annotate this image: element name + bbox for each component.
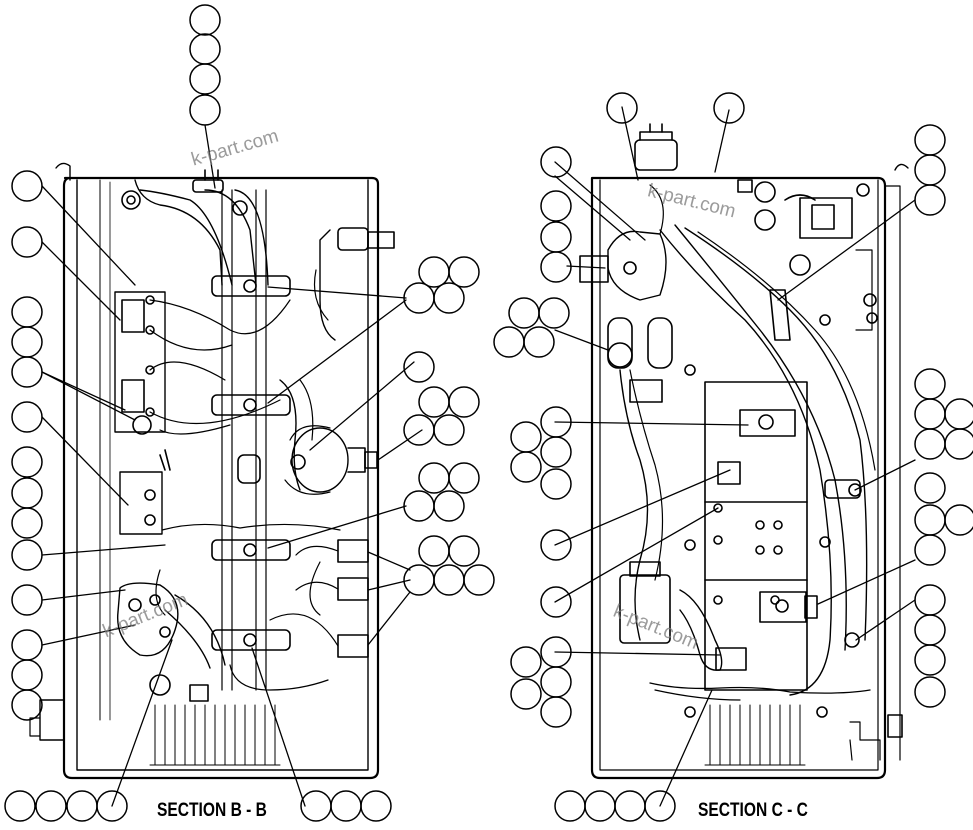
section-c-callouts	[493, 92, 973, 822]
section-c-leaders	[554, 106, 916, 807]
section-b-panel	[29, 162, 395, 780]
section-c-panel	[579, 123, 909, 780]
section-c-title: SECTION C - C	[698, 800, 808, 821]
section-b-title: SECTION B - B	[157, 800, 267, 821]
section-b-callouts	[4, 4, 495, 822]
section-b-leaders	[41, 124, 423, 807]
